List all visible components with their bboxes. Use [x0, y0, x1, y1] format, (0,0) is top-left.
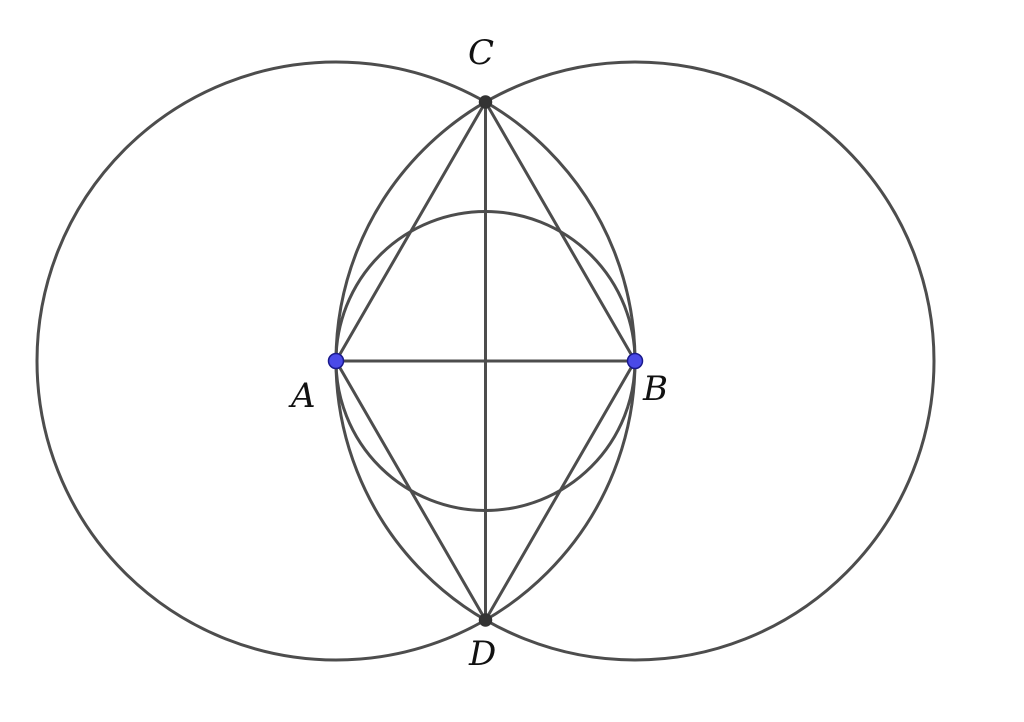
point-b[interactable]: [626, 352, 644, 370]
segment-cb: [484, 100, 637, 363]
label-a: A: [288, 376, 316, 416]
point-d[interactable]: [478, 613, 493, 627]
point-a[interactable]: [327, 352, 345, 370]
label-b: B: [642, 369, 668, 409]
segment-ac: [334, 100, 487, 363]
segment-ad: [334, 359, 487, 622]
segment-db: [484, 359, 637, 622]
point-c[interactable]: [478, 95, 493, 109]
label-c: C: [468, 33, 494, 73]
label-d: D: [468, 634, 496, 674]
